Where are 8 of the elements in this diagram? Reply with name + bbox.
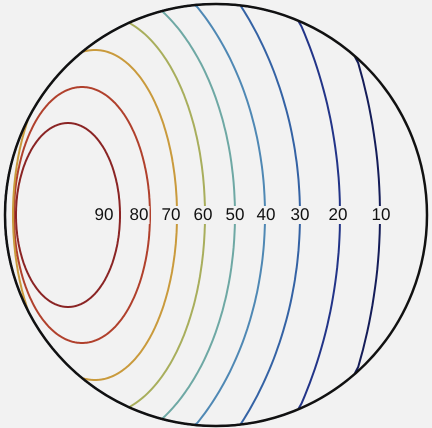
contour-label: 60 — [192, 206, 214, 224]
contour-label: 20 — [328, 206, 348, 224]
contour-label: 50 — [224, 206, 246, 224]
contour-label: 70 — [160, 206, 182, 224]
contour-label: 40 — [256, 206, 276, 224]
contour-label: 80 — [128, 206, 150, 224]
contour-label: 10 — [370, 206, 392, 224]
contour-label: 30 — [290, 206, 310, 224]
